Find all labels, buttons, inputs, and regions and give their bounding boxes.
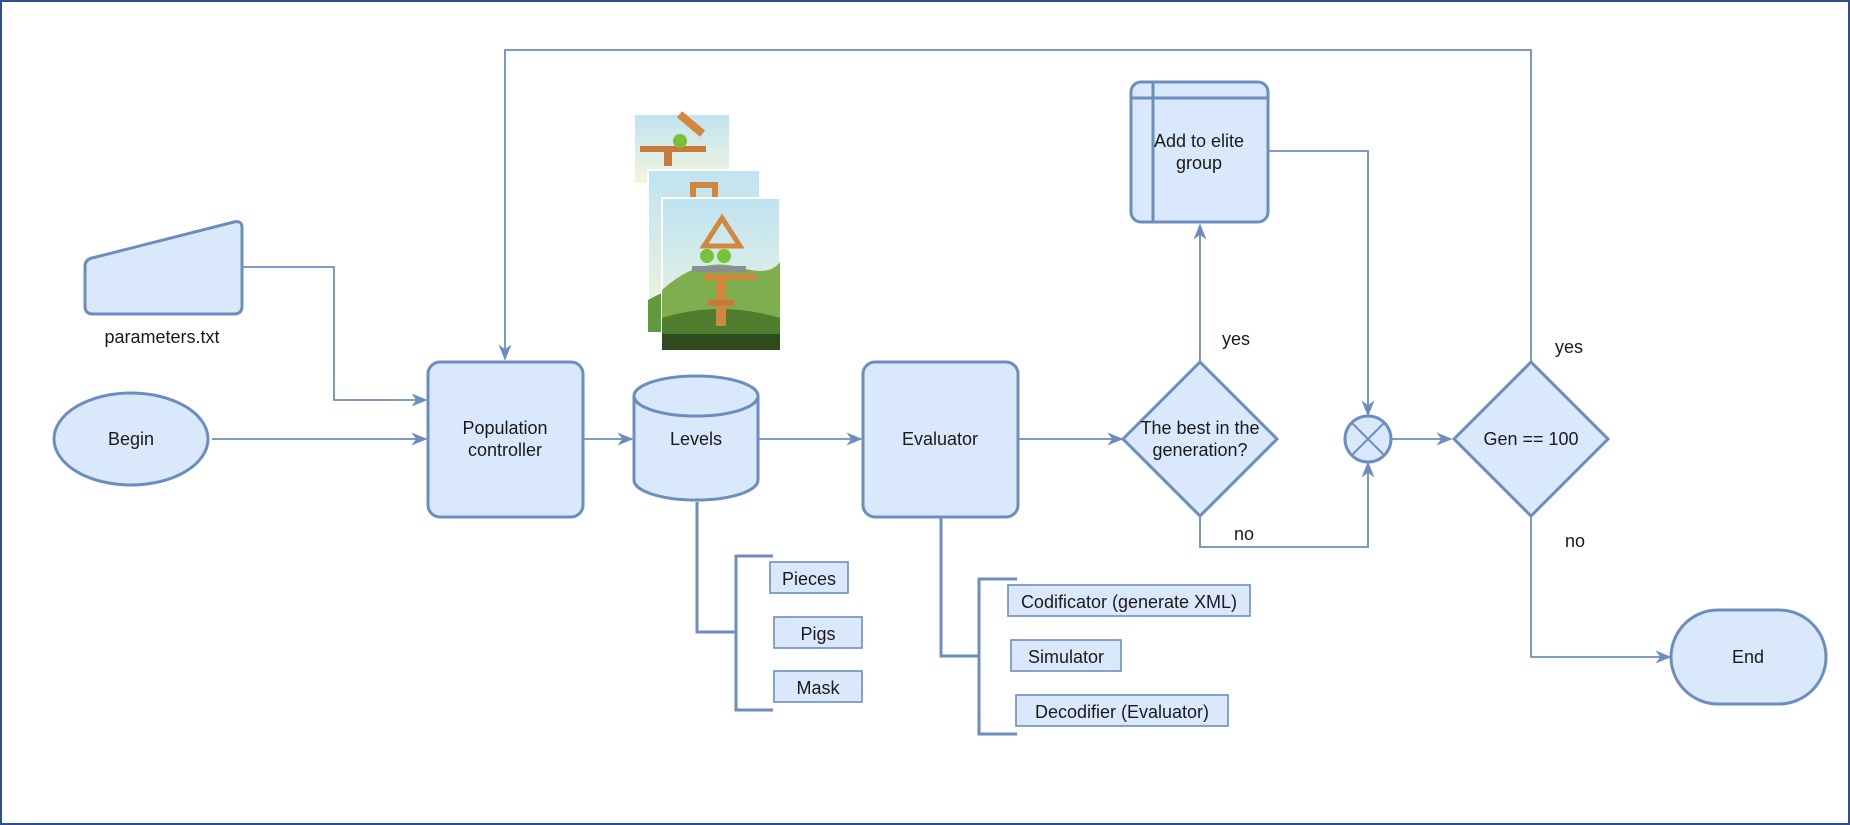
end-label: End bbox=[1732, 647, 1764, 667]
levels-node bbox=[632, 374, 760, 502]
levels-item-label: Pigs bbox=[800, 624, 835, 644]
elite-label-line1: Add to elite bbox=[1154, 131, 1244, 151]
or-junction-node bbox=[1343, 414, 1393, 464]
d2-yes-label: yes bbox=[1555, 337, 1583, 357]
evaluator-node bbox=[861, 360, 1020, 519]
decision-gen-100 bbox=[1451, 359, 1611, 519]
levels-item-mask: Mask bbox=[773, 670, 863, 703]
edge-parameters-to-population bbox=[242, 266, 428, 407]
parameters-node bbox=[83, 220, 244, 316]
edge-elite-to-junction bbox=[1268, 150, 1375, 417]
evaluator-item-decodifier: Decodifier (Evaluator) bbox=[1015, 694, 1229, 727]
edge-decision2-yes-loop bbox=[498, 49, 1532, 362]
levels-item-label: Pieces bbox=[782, 569, 836, 589]
begin-label: Begin bbox=[108, 429, 154, 449]
evaluator-item-simulator: Simulator bbox=[1010, 639, 1122, 672]
levels-item-label: Mask bbox=[796, 678, 840, 698]
decision-best-in-generation bbox=[1120, 359, 1280, 519]
level-thumbnail-3 bbox=[661, 197, 781, 351]
evaluator-bracket bbox=[977, 577, 1017, 736]
d2-no-label: no bbox=[1565, 531, 1585, 551]
parameters-label: parameters.txt bbox=[104, 327, 219, 347]
evaluator-item-label: Simulator bbox=[1028, 647, 1104, 667]
levels-item-pigs: Pigs bbox=[773, 616, 863, 649]
population-controller-node bbox=[426, 360, 585, 519]
population-label-line1: Population bbox=[462, 418, 547, 438]
evaluator-item-codificator: Codificator (generate XML) bbox=[1007, 584, 1251, 617]
evaluator-bracket-connector bbox=[939, 518, 979, 658]
decision1-label-line2: generation? bbox=[1152, 440, 1247, 460]
population-label-line2: controller bbox=[468, 440, 542, 460]
edge-decision2-no-to-end bbox=[1530, 516, 1672, 664]
d1-no-label: no bbox=[1234, 524, 1254, 544]
decision1-label-line1: The best in the bbox=[1140, 418, 1259, 438]
decision2-label: Gen == 100 bbox=[1483, 429, 1578, 449]
edge-decision1-no-to-junction bbox=[1199, 461, 1375, 548]
levels-bracket-connector bbox=[695, 502, 736, 634]
evaluator-label: Evaluator bbox=[902, 429, 978, 449]
end-node bbox=[1669, 608, 1828, 706]
begin-node bbox=[52, 391, 210, 487]
d1-yes-label: yes bbox=[1222, 329, 1250, 349]
levels-item-pieces: Pieces bbox=[769, 561, 849, 594]
elite-group-node bbox=[1129, 80, 1270, 224]
levels-label: Levels bbox=[670, 429, 722, 449]
evaluator-item-label: Codificator (generate XML) bbox=[1021, 592, 1237, 612]
evaluator-item-label: Decodifier (Evaluator) bbox=[1035, 702, 1209, 722]
elite-label-line2: group bbox=[1176, 153, 1222, 173]
levels-bracket bbox=[734, 554, 773, 712]
